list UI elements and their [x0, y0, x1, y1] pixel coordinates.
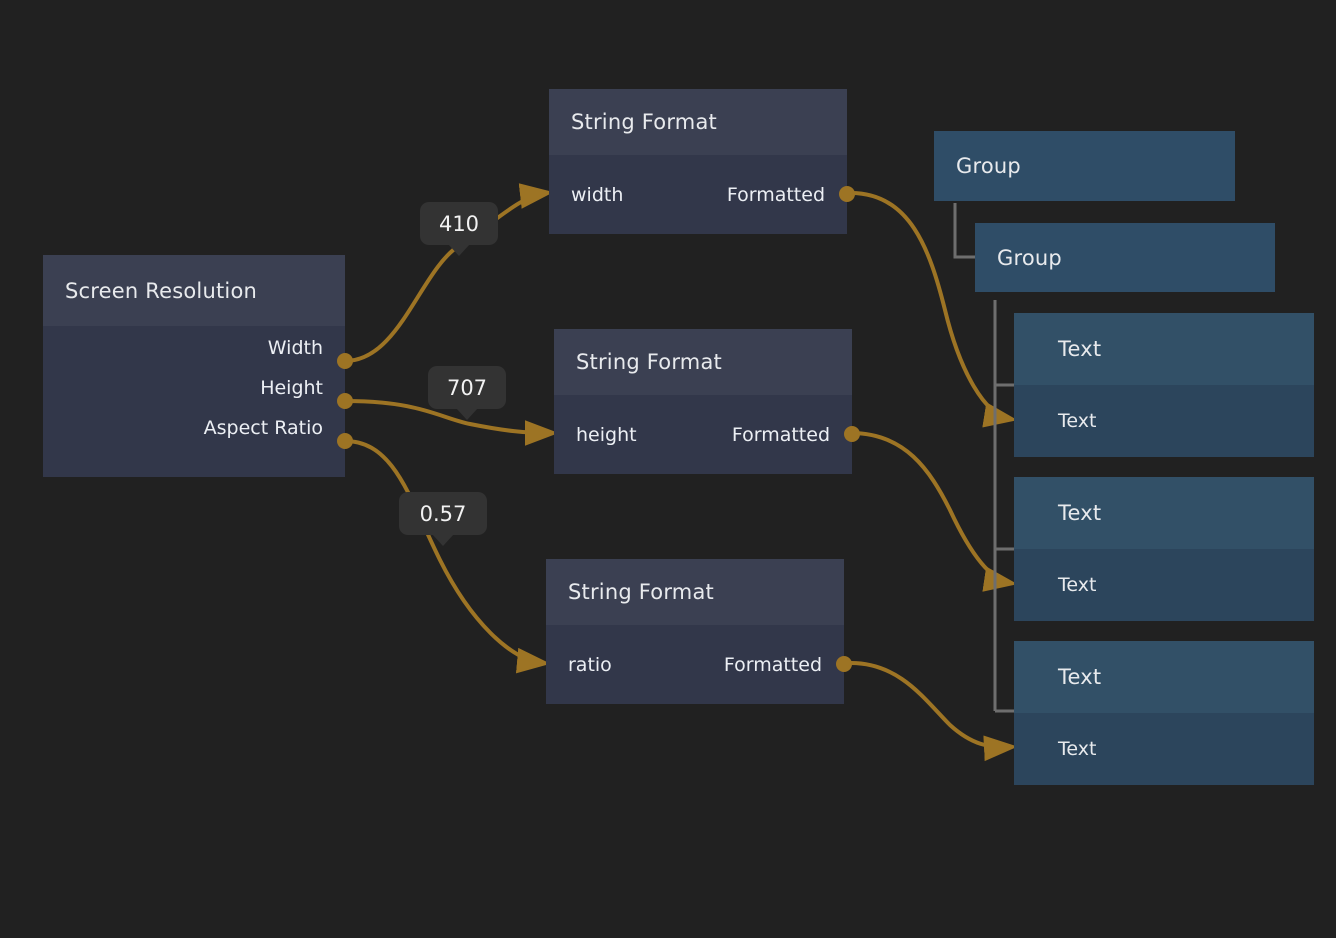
port-row-ratio[interactable]: ratio Formatted — [546, 625, 844, 704]
output-label-height: Height — [260, 377, 323, 399]
output-row-width[interactable]: Width — [43, 326, 345, 370]
output-socket-height[interactable] — [337, 393, 353, 409]
node-text-1[interactable]: Text Text — [1014, 313, 1314, 457]
input-label-width: width — [571, 183, 624, 206]
node-string-format-width-title: String Format — [549, 89, 847, 155]
node-screen-resolution[interactable]: Screen Resolution Width Height Aspect Ra… — [43, 255, 353, 477]
value-bubble-ratio-text: 0.57 — [419, 501, 467, 526]
output-label-formatted-ratio: Formatted — [723, 653, 822, 676]
node-text-3[interactable]: Text Text — [1014, 641, 1314, 785]
node-text-2-title: Text — [1014, 477, 1314, 549]
output-row-height[interactable]: Height — [43, 366, 345, 410]
node-text-2[interactable]: Text Text — [1014, 477, 1314, 621]
output-socket-aspect-ratio[interactable] — [337, 433, 353, 449]
output-socket-formatted-width[interactable] — [839, 186, 855, 202]
value-bubble-height-text: 707 — [446, 375, 488, 400]
wire-formatted2-to-text2 — [850, 431, 1018, 592]
node-group-inner[interactable]: Group — [975, 223, 1275, 292]
output-label-aspect-ratio: Aspect Ratio — [203, 417, 323, 439]
node-string-format-width-body: width Formatted — [549, 155, 847, 234]
input-label-ratio: ratio — [568, 653, 612, 676]
output-label-width: Width — [267, 337, 323, 359]
node-string-format-width[interactable]: String Format width Formatted — [549, 89, 855, 234]
value-bubble-width: 410 — [420, 202, 498, 256]
port-row-height[interactable]: height Formatted — [554, 395, 852, 474]
tree-line-group-outer — [953, 203, 975, 259]
node-string-format-ratio[interactable]: String Format ratio Formatted — [546, 559, 852, 704]
wire-formatted3-to-text3 — [850, 661, 1018, 762]
output-socket-formatted-ratio[interactable] — [836, 656, 852, 672]
node-text-2-body: Text — [1014, 549, 1314, 621]
node-string-format-height-body: height Formatted — [554, 395, 852, 474]
output-label-formatted-width: Formatted — [726, 183, 825, 206]
value-bubble-height: 707 — [428, 366, 506, 420]
output-socket-formatted-height[interactable] — [844, 426, 860, 442]
node-string-format-height-title: String Format — [554, 329, 852, 395]
node-screen-resolution-title: Screen Resolution — [43, 255, 345, 326]
port-row-width[interactable]: width Formatted — [549, 155, 847, 234]
node-text-1-title: Text — [1014, 313, 1314, 385]
node-group-inner-title: Group — [997, 245, 1062, 270]
node-text-1-body: Text — [1014, 385, 1314, 457]
node-screen-resolution-body: Width Height Aspect Ratio — [43, 326, 345, 477]
node-text-3-body: Text — [1014, 713, 1314, 785]
wire-ratio-to-stringformat — [344, 439, 551, 674]
value-bubble-ratio: 0.57 — [399, 492, 487, 546]
output-socket-width[interactable] — [337, 353, 353, 369]
node-text-3-title: Text — [1014, 641, 1314, 713]
node-string-format-ratio-title: String Format — [546, 559, 844, 625]
node-group-outer[interactable]: Group — [934, 131, 1235, 201]
node-group-outer-title: Group — [956, 154, 1021, 178]
output-row-aspect-ratio[interactable]: Aspect Ratio — [43, 406, 345, 450]
node-string-format-ratio-body: ratio Formatted — [546, 625, 844, 704]
input-label-height: height — [576, 423, 637, 446]
node-string-format-height[interactable]: String Format height Formatted — [554, 329, 860, 474]
value-bubble-width-text: 410 — [438, 211, 480, 236]
output-label-formatted-height: Formatted — [731, 423, 830, 446]
